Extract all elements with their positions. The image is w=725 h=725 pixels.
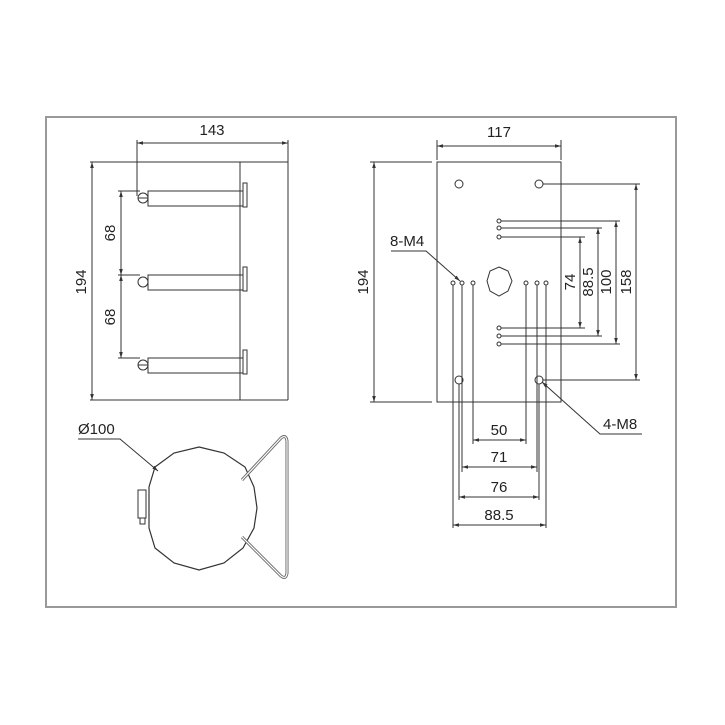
bracket-arm-top xyxy=(137,182,248,208)
drawing-frame xyxy=(45,116,677,608)
m8-hole xyxy=(534,375,544,385)
dim-side-height: 194 xyxy=(73,269,90,294)
side-clamp-bolt xyxy=(137,489,147,519)
dim-front-width: 117 xyxy=(487,124,511,141)
bracket-arm-middle xyxy=(137,266,248,292)
pole-outline xyxy=(148,446,258,571)
top-view xyxy=(78,435,289,579)
dim-50: 50 xyxy=(491,422,508,439)
leader-8-m4 xyxy=(391,250,461,282)
dim-88-5-horizontal: 88.5 xyxy=(484,507,513,524)
front-view xyxy=(370,140,642,528)
side-view xyxy=(90,140,289,401)
callout-4-m8: 4-M8 xyxy=(603,416,637,433)
leader-diameter xyxy=(78,438,159,472)
m8-hole xyxy=(534,179,544,189)
dim-88-5-vertical: 88.5 xyxy=(580,267,597,296)
dim-100: 100 xyxy=(598,269,615,294)
dim-158: 158 xyxy=(618,269,635,294)
wire-clamp xyxy=(240,435,289,579)
bracket-arm-bottom xyxy=(137,349,248,375)
dim-74: 74 xyxy=(562,274,579,291)
center-cable-hole xyxy=(486,266,513,297)
dim-front-height: 194 xyxy=(355,269,372,294)
m8-hole xyxy=(454,179,464,189)
leader-4-m8 xyxy=(541,381,642,435)
dim-side-width: 143 xyxy=(199,122,224,139)
dim-diameter: Ø100 xyxy=(78,421,115,438)
dim-side-spacing-top: 68 xyxy=(102,225,119,242)
dim-71: 71 xyxy=(491,449,508,466)
mounting-plate xyxy=(436,161,562,403)
dim-side-spacing-bottom: 68 xyxy=(102,309,119,326)
callout-8-m4: 8-M4 xyxy=(390,233,424,250)
dim-76: 76 xyxy=(491,479,508,496)
